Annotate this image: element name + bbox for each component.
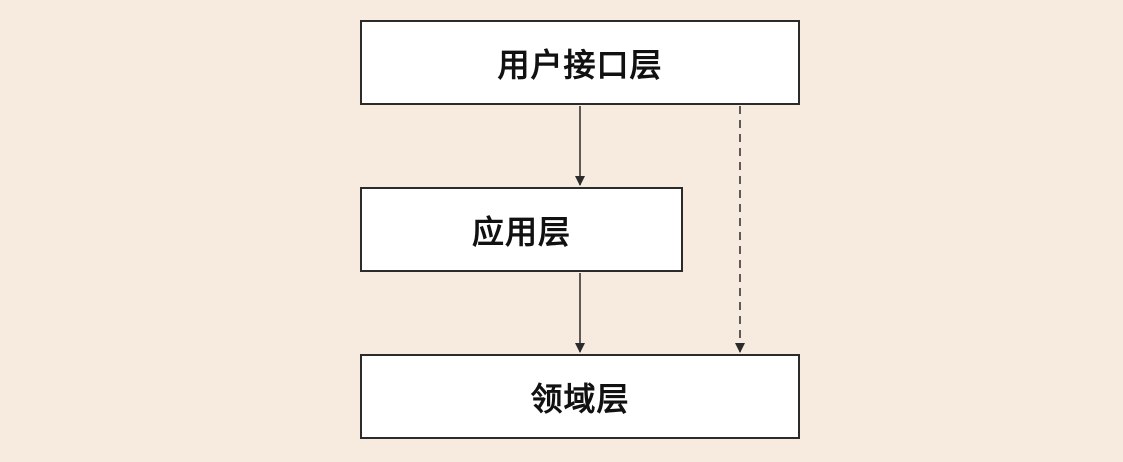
domain-layer-box: 领域层 xyxy=(360,354,800,439)
user-interface-layer-label: 用户接口层 xyxy=(497,45,663,84)
user-interface-layer-box: 用户接口层 xyxy=(360,20,800,105)
domain-layer-label: 领域层 xyxy=(530,379,630,418)
application-layer-box: 应用层 xyxy=(360,187,683,272)
application-layer-label: 应用层 xyxy=(471,212,571,251)
